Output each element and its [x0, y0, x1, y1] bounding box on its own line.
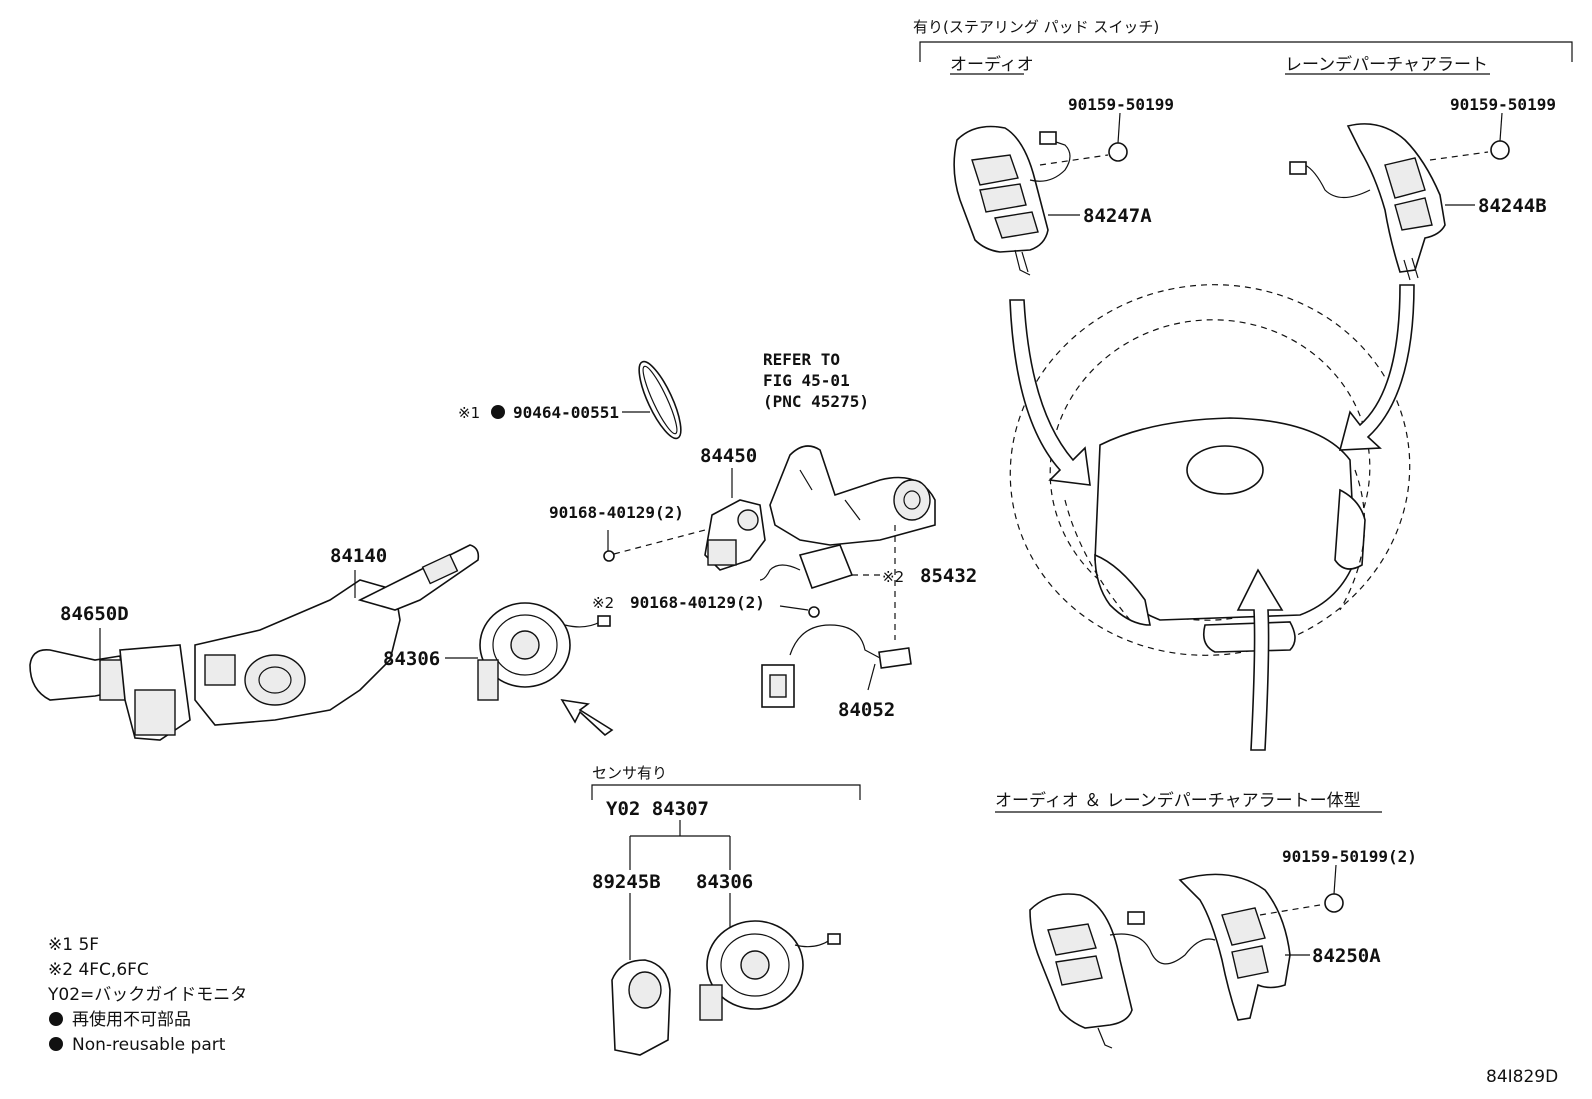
- legend-note-5: Non-reusable part: [72, 1035, 226, 1055]
- screw-icon: [1108, 142, 1128, 162]
- ignition-assembly: 90464-00551 ※1 84450 90168-40129(2) REFE…: [458, 350, 977, 721]
- steering-wheel: [1009, 284, 1415, 751]
- part-84450[interactable]: 84450: [700, 445, 757, 467]
- part-84052[interactable]: 84052: [838, 699, 895, 721]
- ldw-switch-84244B: 90159-50199 84244B: [1289, 95, 1556, 281]
- part-84306-main[interactable]: 84306: [383, 648, 440, 670]
- legend-note-1: ※1 5F: [48, 935, 99, 955]
- part-90464[interactable]: 90464-00551: [513, 403, 619, 422]
- legend-note-2: ※2 4FC,6FC: [48, 960, 149, 980]
- legend-note-4: 再使用不可部品: [72, 1009, 191, 1030]
- legend-note-3: Y02=バックガイドモニタ: [47, 985, 247, 1005]
- section-title: 有り(ステアリング パッド スイッチ): [913, 18, 1159, 36]
- connector-84052: [761, 664, 795, 708]
- part-89245B[interactable]: 89245B: [592, 871, 661, 893]
- section-bracket: [919, 41, 1573, 62]
- part-84306-sub[interactable]: 84306: [696, 871, 753, 893]
- refer-line-3: (PNC 45275): [763, 392, 869, 411]
- assembly-arrow: [560, 698, 614, 737]
- ldw-title: レーンデパーチャアラート: [1285, 54, 1488, 75]
- non-reusable-icon: [491, 405, 505, 419]
- mark-2b: ※2: [592, 594, 614, 612]
- part-84140[interactable]: 84140: [330, 545, 387, 567]
- refer-line-2: FIG 45-01: [763, 371, 850, 390]
- spiral-cable-84306: 84306: [383, 602, 611, 701]
- bolt-icon-2: [808, 606, 820, 618]
- steering-pad-switch-section: 有り(ステアリング パッド スイッチ) オーディオ レーンデパーチャアラート: [913, 18, 1573, 75]
- part-84244B[interactable]: 84244B: [1478, 195, 1547, 217]
- part-84247A[interactable]: 84247A: [1083, 205, 1152, 227]
- sensor-section: センサ有り Y02 84307 89245B 84306: [591, 764, 861, 1056]
- bullet-icon: [49, 1012, 63, 1026]
- mark-2a: ※2: [882, 568, 904, 586]
- part-85432[interactable]: 85432: [920, 565, 977, 587]
- audio-title: オーディオ: [950, 54, 1034, 75]
- part-90159-c[interactable]: 90159-50199(2): [1282, 847, 1417, 866]
- sensor-bracket: [591, 784, 861, 800]
- combined-title: オーディオ ＆ レーンデパーチャアラートー体型: [995, 790, 1361, 811]
- refer-line-1: REFER TO: [763, 350, 840, 369]
- audio-switch-84247A: 90159-50199 84247A: [953, 95, 1174, 276]
- ring-90464: [638, 360, 682, 440]
- figure-id: 84I829D: [1486, 1067, 1558, 1087]
- unit-85432: [798, 544, 854, 589]
- part-90168-b[interactable]: 90168-40129(2): [630, 593, 765, 612]
- screw-icon-2: [1490, 140, 1510, 160]
- mark-1: ※1: [458, 404, 480, 422]
- part-90159-a[interactable]: 90159-50199: [1068, 95, 1174, 114]
- part-90168-a[interactable]: 90168-40129(2): [549, 503, 684, 522]
- screw-icon-3: [1324, 893, 1344, 913]
- part-84650D[interactable]: 84650D: [60, 603, 129, 625]
- legend: ※1 5F ※2 4FC,6FC Y02=バックガイドモニタ 再使用不可部品 N…: [47, 935, 247, 1055]
- combined-switch-section: オーディオ ＆ レーンデパーチャアラートー体型 90159-50199(2) 8…: [995, 790, 1417, 1049]
- combination-switch: 84650D 84140: [29, 544, 480, 741]
- part-y02-84307[interactable]: Y02 84307: [606, 798, 709, 820]
- part-84250A[interactable]: 84250A: [1312, 945, 1381, 967]
- bullet-icon-2: [49, 1037, 63, 1051]
- sensor-title: センサ有り: [592, 764, 667, 782]
- part-90159-b[interactable]: 90159-50199: [1450, 95, 1556, 114]
- bolt-icon: [603, 550, 615, 562]
- steering-lock: [769, 445, 936, 546]
